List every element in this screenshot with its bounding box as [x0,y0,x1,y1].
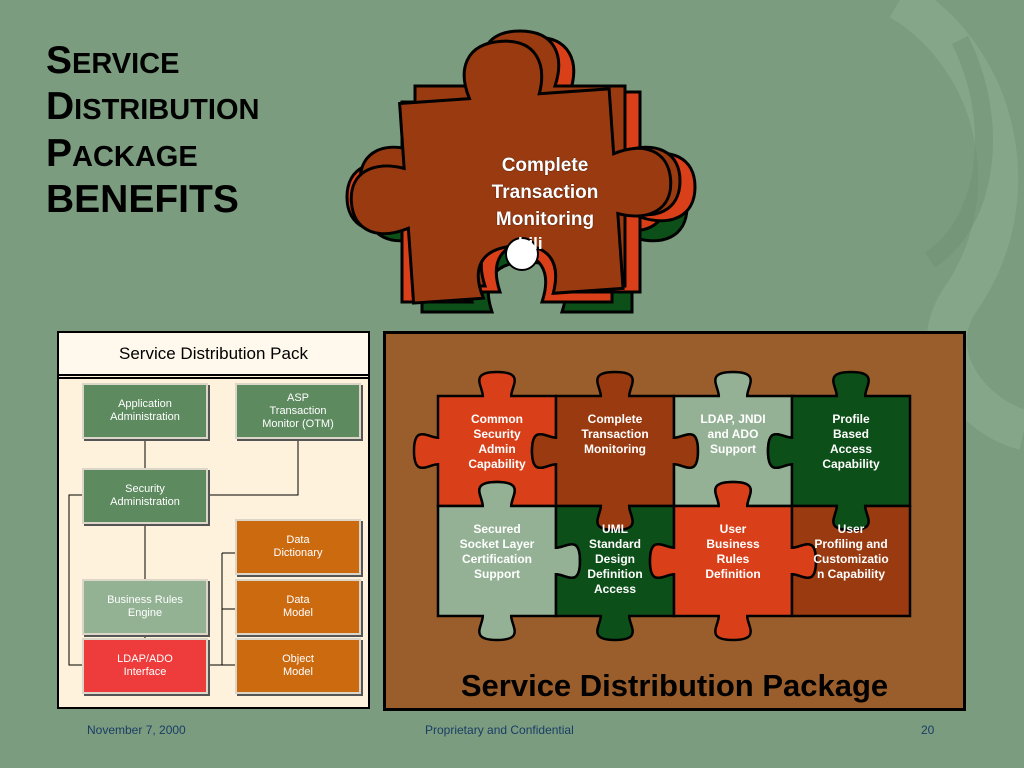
footer-date: November 7, 2000 [87,723,186,737]
security-administration-node: Security Administration [82,468,208,524]
puzzle-piece-label: Profile Based Access Capability [822,412,880,471]
footer-page-number: 20 [921,723,935,737]
puzzle-grid [412,370,912,642]
puzzle-piece-label: UML Standard Design Definition Access [587,522,643,596]
puzzle-piece-label: User Business Rules Definition [705,522,761,581]
top-puzzle-label: Complete Transaction Monitoring [491,155,599,230]
page-title: SERVICE DISTRIBUTION PACKAGE BENEFITS [46,39,260,222]
top-puzzle-fragment-label: bili [518,234,543,253]
asp-transaction-monitor-node: ASP Transaction Monitor (OTM) [235,383,361,439]
pack-panel-divider [59,377,368,379]
connector-lines [68,440,299,666]
stacked-puzzle-piece-graphic [339,28,697,314]
puzzle-piece-label: User Profiling and Customizatio n Capabi… [813,522,889,581]
pack-panel-title: Service Distribution Pack [59,333,368,376]
data-dictionary-node: Data Dictionary [235,519,361,575]
package-panel-title: Service Distribution Package [460,668,889,703]
puzzle-piece-label: LDAP, JNDI and ADO Support [700,412,766,456]
puzzle-piece-label: Common Security Admin Capability [468,412,526,471]
data-model-node: Data Model [235,579,361,635]
ldap-ado-interface-node: LDAP/ADO Interface [82,638,208,694]
business-rules-engine-node: Business Rules Engine [82,579,208,635]
footer-notice: Proprietary and Confidential [425,723,574,737]
object-model-node: Object Model [235,638,361,694]
puzzle-piece-label: Complete Transaction Monitoring [581,412,649,456]
service-distribution-package-panel: Common Security Admin Capability Complete… [383,331,966,711]
puzzle-piece [790,504,912,618]
application-administration-node: Application Administration [82,383,208,439]
service-distribution-pack-panel: Service Distribution Pack Application Ad… [57,331,370,709]
puzzle-piece-label: Secured Socket Layer Certification Suppo… [459,522,535,581]
